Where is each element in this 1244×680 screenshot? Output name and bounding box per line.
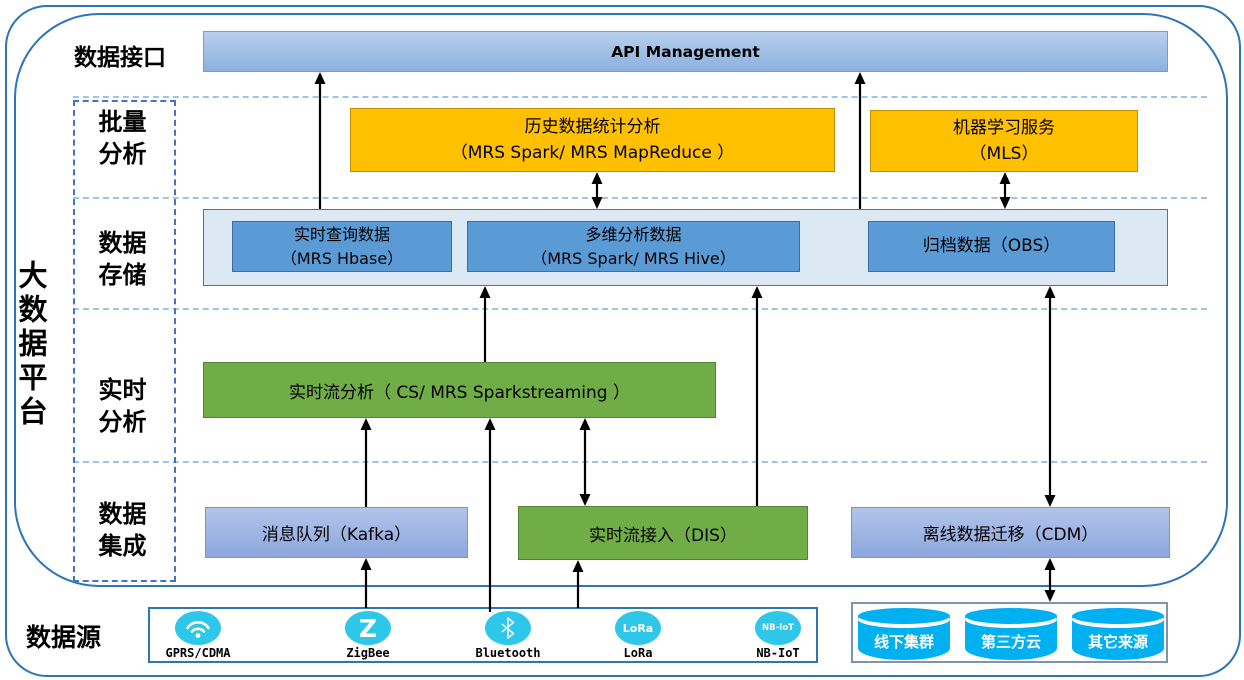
cluster-label: 线下集群 — [873, 633, 934, 651]
row-separator-1 — [73, 96, 1207, 98]
machine-learning-box: 机器学习服务 （MLS） — [870, 110, 1138, 172]
source-item-gprs: GPRS/CDMA — [152, 611, 244, 661]
database-cylinder-thirdparty: 第三方云 — [965, 608, 1057, 660]
iot-sources-box: GPRS/CDMA Z ZigBee Bluetooth LoRa LoRa N — [148, 607, 818, 663]
source-label: NB-IoT — [756, 646, 800, 660]
bluetooth-icon — [485, 611, 531, 645]
database-cylinder-offline: 线下集群 — [858, 608, 950, 660]
nbiot-icon: NB-IoT — [755, 611, 801, 645]
outer-border — [5, 5, 1241, 677]
history-analysis-subtitle: （MRS Spark/ MRS MapReduce ） — [450, 143, 735, 163]
kafka-title: 消息队列（Kafka） — [261, 525, 412, 545]
row-separator-4 — [73, 461, 1207, 463]
hbase-subtitle: （MRS Hbase） — [280, 248, 404, 268]
cluster-label: 第三方云 — [980, 633, 1041, 651]
api-management-bar: API Management — [203, 31, 1168, 72]
history-analysis-title: 历史数据统计分析 — [524, 116, 661, 137]
layer-label-column — [73, 100, 176, 582]
source-item-bluetooth: Bluetooth — [462, 611, 554, 661]
hive-subtitle: （MRS Spark/ MRS Hive） — [531, 248, 736, 268]
source-label: GPRS/CDMA — [165, 646, 231, 660]
stream-analysis-title: 实时流分析（ CS/ MRS Sparkstreaming ） — [289, 382, 630, 403]
row-separator-2 — [73, 197, 1207, 199]
cluster-sources-box: 线下集群 第三方云 其它来源 — [851, 602, 1168, 663]
api-management-text: API Management — [611, 42, 760, 61]
cdm-box: 离线数据迁移（CDM） — [851, 507, 1170, 558]
layer-label-integration: 数据 集成 — [98, 500, 147, 561]
layer-label-batch: 批量 分析 — [98, 108, 147, 169]
kafka-box: 消息队列（Kafka） — [205, 507, 468, 558]
machine-learning-title: 机器学习服务 — [953, 117, 1055, 138]
obs-box: 归档数据（OBS） — [868, 221, 1115, 272]
layer-label-realtime: 实时 分析 — [98, 376, 147, 437]
zigbee-icon: Z — [345, 611, 391, 645]
dis-box: 实时流接入（DIS） — [518, 506, 808, 560]
lora-icon: LoRa — [615, 611, 661, 645]
cluster-label: 其它来源 — [1087, 633, 1148, 651]
platform-border — [14, 13, 1228, 587]
hive-title: 多维分析数据 — [585, 224, 682, 244]
hbase-title: 实时查询数据 — [293, 224, 390, 244]
layer-label-interface: 数据接口 — [74, 45, 166, 71]
machine-learning-subtitle: （MLS） — [969, 144, 1039, 164]
source-item-zigbee: Z ZigBee — [322, 611, 414, 661]
dis-title: 实时流接入（DIS） — [589, 525, 737, 546]
hive-box: 多维分析数据 （MRS Spark/ MRS Hive） — [467, 221, 800, 272]
data-sources-label: 数据源 — [26, 623, 102, 652]
source-label: LoRa — [623, 646, 653, 660]
source-label: Bluetooth — [475, 646, 541, 660]
layer-label-storage: 数据 存储 — [98, 229, 147, 290]
source-item-nbiot: NB-IoT NB-IoT — [732, 611, 824, 661]
cdm-title: 离线数据迁移（CDM） — [922, 525, 1099, 545]
source-label: ZigBee — [346, 646, 390, 660]
row-separator-3 — [73, 308, 1207, 310]
wifi-icon — [175, 611, 221, 645]
hbase-box: 实时查询数据 （MRS Hbase） — [232, 221, 452, 272]
database-cylinder-other: 其它来源 — [1072, 608, 1164, 660]
history-analysis-box: 历史数据统计分析 （MRS Spark/ MRS MapReduce ） — [350, 108, 835, 172]
platform-title: 大数据平台 — [14, 260, 48, 430]
obs-title: 归档数据（OBS） — [922, 235, 1061, 256]
stream-analysis-box: 实时流分析（ CS/ MRS Sparkstreaming ） — [203, 362, 716, 418]
source-item-lora: LoRa LoRa — [592, 611, 684, 661]
